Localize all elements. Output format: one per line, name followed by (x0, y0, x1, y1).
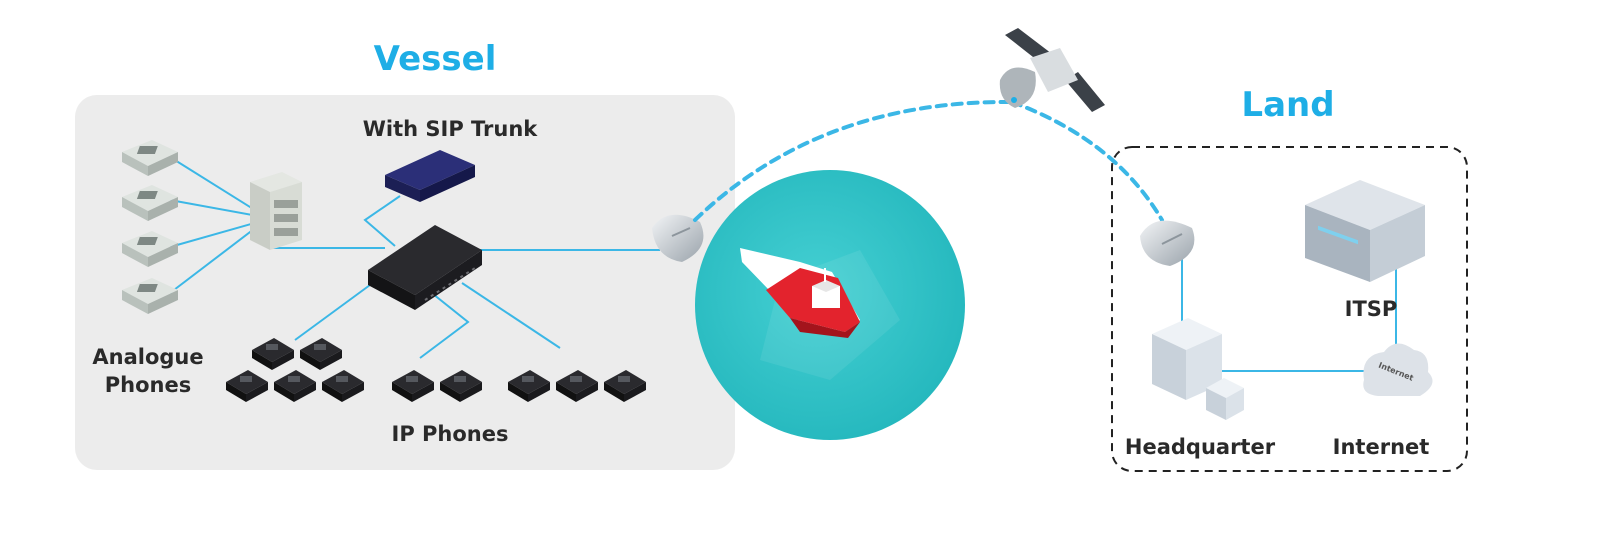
analogue-phones-label-line2: Phones (105, 373, 191, 397)
land-boundary (1111, 146, 1468, 472)
ip-phone-icon (604, 370, 646, 402)
internet-label: Internet (1333, 435, 1430, 459)
sip-trunk-label: With SIP Trunk (363, 117, 539, 141)
analogue-phones-label-line1: Analogue (92, 345, 203, 369)
analogue-phone-icon (122, 185, 178, 221)
vessel-title: Vessel (374, 39, 497, 79)
ip-phone-icon (440, 370, 482, 402)
sip-trunk-device-icon (385, 150, 475, 202)
vessel-wires (169, 156, 660, 359)
satellite-downlink-path (1010, 100, 1164, 222)
internet-cloud-icon: Internet (1363, 343, 1433, 396)
ip-phones-label: IP Phones (392, 422, 509, 446)
ip-phone-icon (226, 370, 268, 402)
analogue-phone-icon (122, 140, 178, 176)
satellite-icon (999, 28, 1105, 112)
itsp-building-icon (1305, 180, 1425, 282)
itsp-label: ITSP (1345, 297, 1398, 321)
headquarter-building-icon (1152, 318, 1244, 420)
gateway-cabinet-icon (250, 172, 302, 250)
ip-phones (226, 338, 646, 402)
ip-phone-icon (556, 370, 598, 402)
land-title: Land (1241, 85, 1334, 125)
ip-pbx-icon (368, 225, 482, 310)
analogue-phone-icon (122, 231, 178, 267)
ip-phone-icon (392, 370, 434, 402)
ip-phone-icon (508, 370, 550, 402)
ip-phone-icon (274, 370, 316, 402)
satellite-uplink-path (693, 99, 1014, 222)
ip-phone-icon (300, 338, 342, 370)
ip-phone-icon (252, 338, 294, 370)
headquarter-label: Headquarter (1125, 435, 1276, 459)
land-satellite-dish-icon (1140, 220, 1195, 266)
ship-icon (740, 248, 860, 338)
analogue-phone-icon (122, 278, 178, 314)
vessel-satellite-dish-icon (652, 214, 704, 262)
analogue-phones (122, 140, 178, 314)
ip-phone-icon (322, 370, 364, 402)
